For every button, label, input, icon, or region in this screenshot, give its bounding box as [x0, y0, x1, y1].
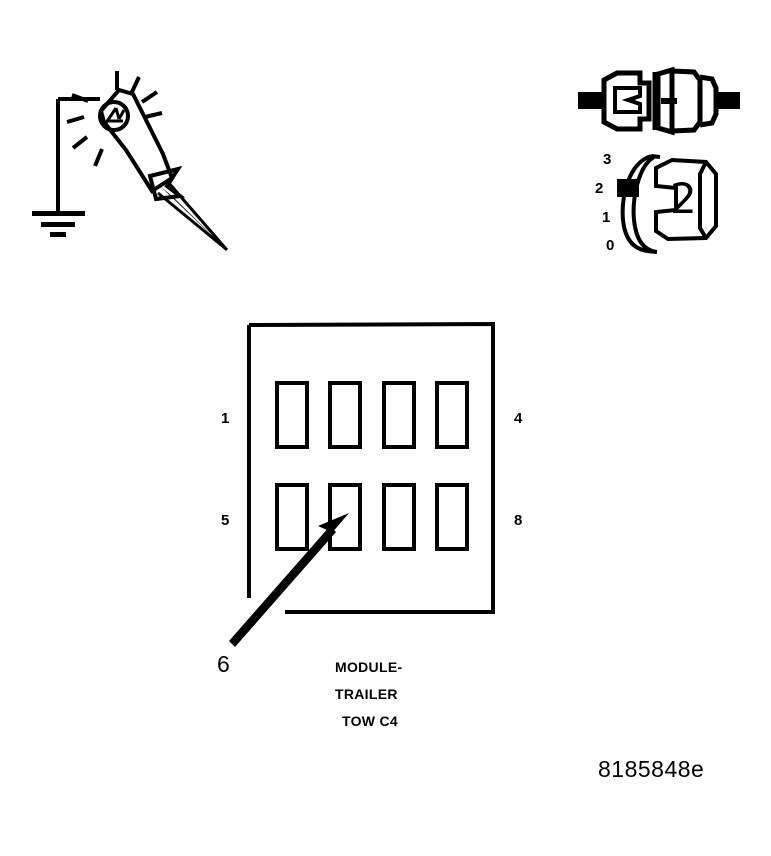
cavity-5	[275, 483, 309, 551]
probe-needle-tip	[157, 181, 229, 251]
module-caption-line-3: TOW C4	[342, 713, 398, 729]
dial-body-number: 2	[670, 174, 697, 223]
chassis-ground-icon	[32, 211, 85, 237]
probe-handle	[98, 87, 175, 194]
cavity-6	[328, 483, 362, 551]
module-caption-line-2: TRAILER	[335, 686, 398, 702]
cavity-3	[382, 381, 416, 449]
dial-index-marker	[617, 179, 639, 197]
disconnected-connector-icon	[578, 66, 740, 136]
module-connector-outline	[247, 321, 495, 614]
callout-label-6: 6	[217, 651, 230, 677]
cavity-row-top	[275, 381, 469, 449]
dial-arc-inner	[631, 155, 657, 254]
cavity-row-bottom	[275, 483, 469, 551]
ground-lead-wire	[56, 97, 100, 214]
pin-label-1: 1	[221, 410, 230, 427]
module-caption-line-1: MODULE-	[335, 659, 403, 675]
probe-collar	[147, 165, 186, 202]
pin-label-5: 5	[221, 512, 230, 529]
dial-scale-2: 2	[595, 180, 604, 197]
connector-male-half	[601, 70, 652, 132]
dial-arc-outer	[620, 154, 652, 253]
connector-right-wire	[714, 92, 740, 109]
pin-label-4: 4	[514, 410, 523, 427]
light-rays-icon	[66, 71, 163, 167]
cavity-1	[275, 381, 309, 449]
dial-scale-1: 1	[602, 209, 611, 226]
pin-label-8: 8	[514, 512, 523, 529]
drawing-number: 8185848e	[598, 756, 705, 782]
connector-female-slot	[661, 98, 677, 104]
callout-arrow-icon	[229, 513, 349, 647]
cavity-4	[435, 381, 469, 449]
connector-lock-dial-icon	[617, 154, 718, 254]
dial-scale-0: 0	[606, 237, 615, 254]
lamp-filament-icon	[98, 100, 130, 132]
connector-female-half	[655, 66, 675, 136]
cavity-8	[435, 483, 469, 551]
cavity-7	[382, 483, 416, 551]
connector-left-wire	[578, 92, 604, 109]
cavity-2	[328, 381, 362, 449]
dial-scale-3: 3	[603, 151, 612, 168]
test-light-probe	[32, 71, 229, 251]
